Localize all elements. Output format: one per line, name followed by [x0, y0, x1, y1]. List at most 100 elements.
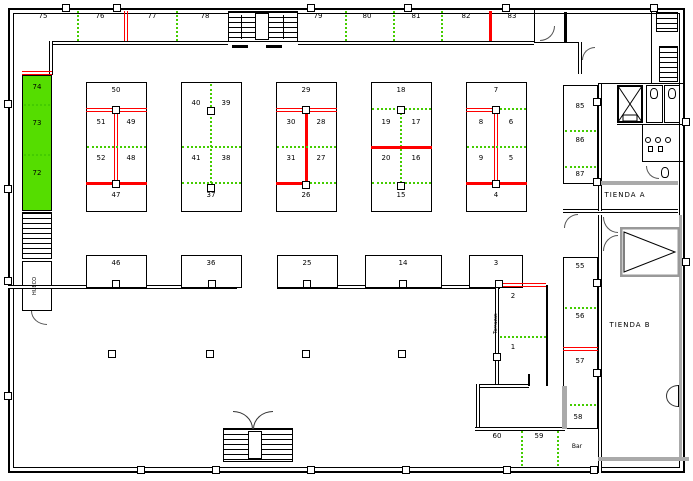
stall-78: 78: [200, 12, 210, 20]
stall-15: 15: [396, 191, 406, 199]
column: [302, 350, 310, 358]
tienda-a-label: TIENDA A: [604, 191, 646, 199]
green-divider: [565, 404, 596, 406]
stall-80: 80: [362, 12, 372, 20]
stall-55: 55: [575, 262, 585, 270]
stall-1: 1: [510, 343, 516, 351]
wall: [475, 427, 565, 431]
stall-18: 18: [396, 86, 406, 94]
stall-14: 14: [398, 259, 408, 267]
stall-52: 52: [96, 154, 106, 162]
green-divider: [565, 307, 596, 309]
red-divider: [22, 71, 52, 75]
column: [208, 280, 216, 288]
column: [62, 4, 70, 12]
stall-26: 26: [301, 191, 311, 199]
staircase-corner-1: [656, 12, 678, 32]
green-divider: [176, 11, 178, 41]
stall-16: 16: [411, 154, 421, 162]
green-divider: [467, 146, 526, 148]
column: [112, 280, 120, 288]
red-divider: [371, 146, 432, 149]
stall-60: 60: [492, 432, 502, 440]
column: [682, 258, 690, 266]
stair-arrow: [283, 15, 284, 39]
column: [399, 280, 407, 288]
stall-76: 76: [95, 12, 105, 20]
red-divider: [500, 283, 546, 287]
column: [593, 369, 601, 377]
column: [593, 98, 601, 106]
stall-38: 38: [221, 154, 231, 162]
wall: [598, 83, 602, 211]
column: [593, 279, 601, 287]
wall: [476, 384, 480, 430]
toilet-icon: [661, 167, 669, 178]
stall-83: 83: [507, 12, 517, 20]
stall-49: 49: [126, 118, 136, 126]
wall: [534, 42, 580, 43]
green-divider: [497, 108, 526, 110]
green-divider: [182, 146, 241, 148]
column: [4, 100, 12, 108]
stall-72: 72: [32, 169, 42, 177]
stall-48: 48: [126, 154, 136, 162]
red-divider: [124, 11, 128, 41]
stall-2: 2: [510, 292, 516, 300]
column: [492, 106, 500, 114]
wall: [298, 41, 534, 45]
column: [303, 280, 311, 288]
stall-50: 50: [111, 86, 121, 94]
stall-73: 73: [32, 119, 42, 127]
column: [137, 466, 145, 474]
stall-85: 85: [575, 102, 585, 110]
column: [4, 185, 12, 193]
stall-8: 8: [478, 118, 484, 126]
stair-divider: [255, 13, 269, 40]
green-divider: [182, 182, 241, 184]
toilet-icon: [650, 88, 658, 99]
column: [503, 466, 511, 474]
sink-icon: [665, 137, 671, 143]
right-lower-block: [563, 257, 598, 429]
stall-77: 77: [147, 12, 157, 20]
wall: [563, 209, 678, 213]
red-divider: [489, 11, 492, 41]
wall: [598, 83, 685, 84]
column: [397, 106, 405, 114]
stall-40: 40: [191, 99, 201, 107]
door-arc: [564, 214, 578, 228]
stall-7: 7: [493, 86, 499, 94]
stall-87: 87: [575, 170, 585, 178]
wall: [564, 12, 567, 42]
door-arc: [582, 47, 595, 60]
stall-47: 47: [111, 191, 121, 199]
green-divider: [393, 11, 395, 41]
red-divider: [563, 347, 598, 351]
door-threshold: [266, 45, 282, 48]
column: [650, 4, 658, 12]
stall-4: 4: [493, 191, 499, 199]
column: [493, 353, 501, 361]
stall-46: 46: [111, 259, 121, 267]
door-threshold: [232, 45, 248, 48]
column: [404, 4, 412, 12]
green-divider: [77, 11, 79, 41]
stall-56: 56: [575, 312, 585, 320]
stall-25: 25: [302, 259, 312, 267]
stall-6: 6: [508, 118, 514, 126]
wall-grey: [598, 181, 678, 185]
tienda-b-label: TIENDA B: [609, 321, 651, 329]
stall-39: 39: [221, 99, 231, 107]
green-divider: [210, 84, 212, 183]
column: [108, 350, 116, 358]
wall: [642, 161, 685, 162]
outer-wall: [8, 8, 685, 473]
green-divider: [24, 104, 50, 106]
stall-31: 31: [286, 154, 296, 162]
highlighted-stall-block[interactable]: [22, 75, 52, 211]
wall: [651, 10, 652, 83]
wall: [528, 374, 530, 386]
stall-20: 20: [381, 154, 391, 162]
toilet-icon: [668, 88, 676, 99]
